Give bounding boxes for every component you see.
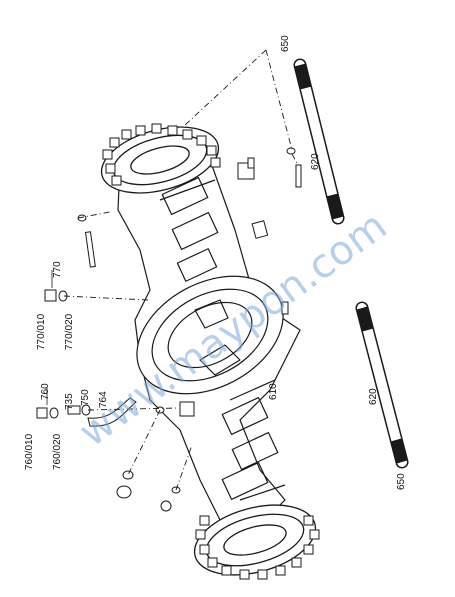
label-620-bottom: 620 (368, 388, 379, 405)
part-labels: 650 620 770 770/010 770/020 760 760/010 … (24, 35, 407, 490)
label-750: 750 (80, 389, 91, 406)
pipe-764 (87, 397, 137, 427)
label-770-010: 770/010 (36, 313, 47, 350)
label-760-010: 760/010 (24, 433, 35, 470)
lower-hub-bolts (195, 515, 320, 580)
label-650-top: 650 (280, 35, 291, 52)
shaft-620-upper (293, 58, 345, 225)
label-735: 735 (64, 393, 75, 410)
label-770: 770 (52, 261, 63, 278)
lower-hub-flange (193, 504, 317, 576)
label-770-020: 770/020 (64, 313, 75, 350)
leader-lines (63, 49, 299, 491)
label-650-bottom: 650 (396, 473, 407, 490)
label-764: 764 (98, 391, 109, 408)
shaft-620-lower (355, 301, 409, 469)
upper-hub-flange (100, 126, 220, 194)
small-hardware (36, 147, 302, 512)
axle-housing (117, 139, 301, 521)
label-620-top: 620 (310, 153, 321, 170)
upper-hub-bolts (102, 123, 221, 186)
label-610: 610 (268, 383, 279, 400)
label-760: 760 (40, 383, 51, 400)
label-760-020: 760/020 (52, 433, 63, 470)
